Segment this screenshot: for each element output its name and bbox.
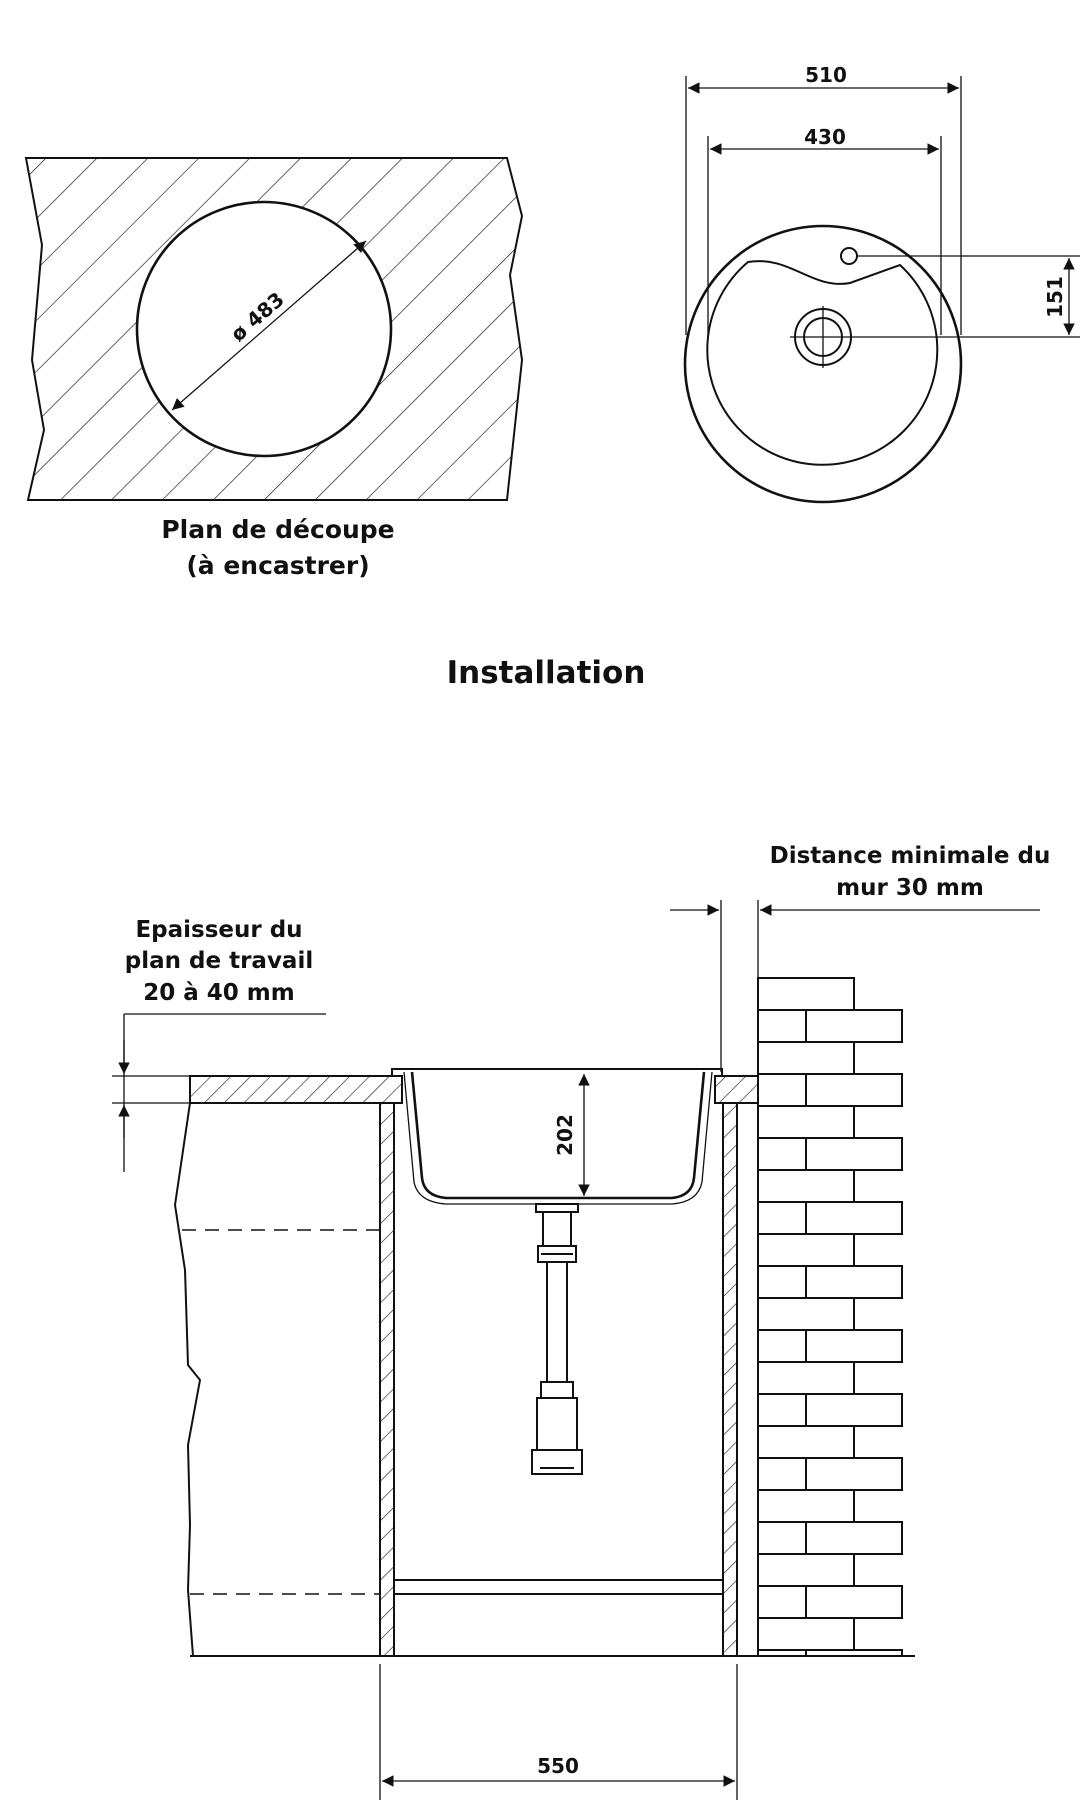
sink-rim [391, 1068, 723, 1077]
thickness-note-line1: Epaisseur du [135, 917, 302, 943]
outer-width-label: 510 [805, 63, 847, 87]
drain-pipe [531, 1203, 583, 1475]
brick [757, 1553, 855, 1587]
brick [757, 1201, 807, 1235]
countertop-right [714, 1075, 759, 1104]
thickness-note-line2: plan de travail [125, 948, 313, 974]
installation-title: Installation [447, 655, 646, 691]
offset-label: 151 [1043, 276, 1067, 318]
wall-note-line1: Distance minimale du [770, 843, 1051, 869]
brick [757, 1233, 855, 1267]
brick [757, 1521, 807, 1555]
brick [805, 1201, 903, 1235]
brick [757, 1169, 855, 1203]
brick [757, 1649, 807, 1657]
wall-note-line2: mur 30 mm [836, 875, 984, 901]
brick [805, 1009, 903, 1043]
brick [757, 1265, 807, 1299]
inner-width-label: 430 [804, 125, 846, 149]
brick [757, 1617, 855, 1651]
cutout-caption-line2: (à encastrer) [186, 551, 369, 580]
brick [805, 1329, 903, 1363]
brick [757, 1361, 855, 1395]
brick [757, 1073, 807, 1107]
brick [757, 1297, 855, 1331]
tap-hole [840, 247, 858, 265]
brick [757, 1329, 807, 1363]
brick [757, 1425, 855, 1459]
countertop-left [189, 1075, 403, 1104]
brick [805, 1393, 903, 1427]
brick [757, 1585, 807, 1619]
sink-outer-rim [683, 224, 963, 504]
cutout-plan: ø 483 Plan de découpe (à encastrer) [24, 157, 524, 580]
brick [805, 1457, 903, 1491]
brick [757, 1457, 807, 1491]
brick [757, 1041, 855, 1075]
brick [757, 1489, 855, 1523]
brick [805, 1521, 903, 1555]
sink-inner-bowl [706, 260, 939, 466]
cabinet-width-label: 550 [537, 1754, 579, 1778]
brick [757, 977, 855, 1011]
cabinet-panel-right [722, 1102, 738, 1657]
cabinet-panel-left [379, 1102, 395, 1657]
brick [805, 1585, 903, 1619]
cutout-caption-line1: Plan de découpe [161, 515, 394, 544]
brick [805, 1073, 903, 1107]
sink-top-view: 510 430 151 [683, 63, 1080, 504]
brick [757, 1137, 807, 1171]
cabinet-side-left [173, 1102, 202, 1657]
installation-section: Distance minimale du mur 30 mm Epaisseur… [112, 843, 1050, 1800]
brick [757, 1009, 807, 1043]
cutout-diameter-line [171, 240, 367, 411]
brick [757, 1393, 807, 1427]
brick [805, 1649, 903, 1657]
bowl-depth-label: 202 [553, 1114, 577, 1156]
brick-wall [757, 977, 903, 1657]
sink-bowl [410, 1071, 706, 1200]
brick [805, 1265, 903, 1299]
brick [805, 1137, 903, 1171]
brick [757, 1105, 855, 1139]
thickness-note-line3: 20 à 40 mm [143, 980, 295, 1006]
